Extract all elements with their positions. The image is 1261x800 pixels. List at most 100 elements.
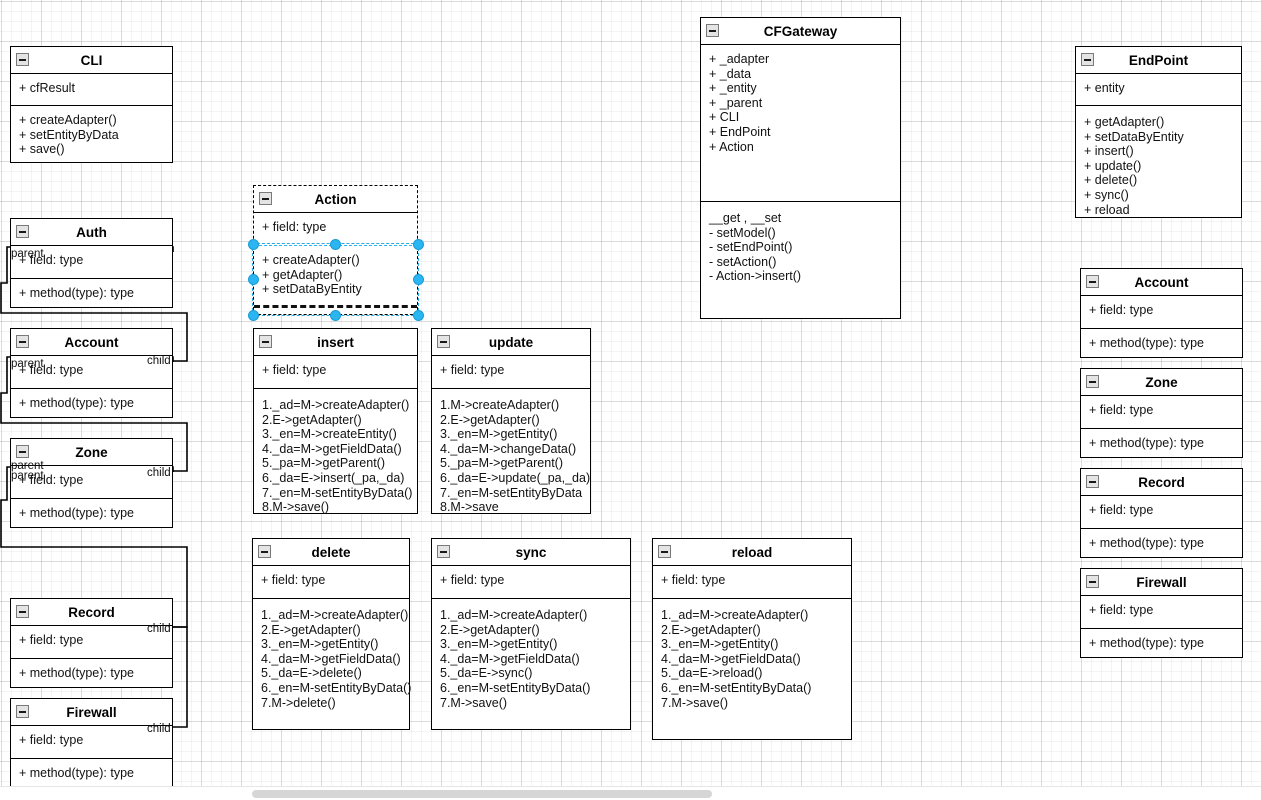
attributes-compartment-delete[interactable]: + field: type xyxy=(253,566,409,599)
class-box-zone-left[interactable]: Zone+ field: type+ method(type): type xyxy=(10,438,173,528)
resize-handle-e[interactable] xyxy=(412,274,424,285)
collapse-minus-icon[interactable] xyxy=(16,335,29,348)
methods-compartment-reload[interactable]: 1._ad=M->createAdapter()2.E->getAdapter(… xyxy=(653,599,851,719)
class-box-cfgateway[interactable]: CFGateway+ _adapter+ _data+ _entity+ _pa… xyxy=(700,17,901,319)
class-header-auth[interactable]: Auth xyxy=(11,219,172,246)
collapse-minus-icon[interactable] xyxy=(258,545,271,558)
horizontal-scrollbar-thumb[interactable] xyxy=(252,790,712,798)
class-box-firewall-right[interactable]: Firewall+ field: type+ method(type): typ… xyxy=(1080,568,1243,658)
class-header-cli[interactable]: CLI xyxy=(11,47,172,74)
class-header-zone-left[interactable]: Zone xyxy=(11,439,172,466)
attributes-compartment-firewall-left[interactable]: + field: type xyxy=(11,726,172,759)
attributes-compartment-cli[interactable]: + cfResult xyxy=(11,74,172,106)
attributes-compartment-zone-right[interactable]: + field: type xyxy=(1081,396,1242,429)
class-box-record-right[interactable]: Record+ field: type+ method(type): type xyxy=(1080,468,1243,558)
class-box-record-left[interactable]: Record+ field: type+ method(type): type xyxy=(10,598,173,688)
methods-compartment-delete[interactable]: 1._ad=M->createAdapter()2.E->getAdapter(… xyxy=(253,599,411,719)
resize-handle-n[interactable] xyxy=(330,238,341,250)
class-box-action[interactable]: Action+ field: type+ createAdapter()+ ge… xyxy=(253,185,418,315)
methods-compartment-action[interactable]: + createAdapter()+ getAdapter()+ setData… xyxy=(254,246,417,308)
collapse-minus-icon[interactable] xyxy=(1086,575,1099,588)
methods-compartment-cfgateway[interactable]: __get , __set- setModel()- setEndPoint()… xyxy=(701,202,900,293)
collapse-minus-icon[interactable] xyxy=(16,225,29,238)
attributes-compartment-update[interactable]: + field: type xyxy=(432,356,590,389)
methods-compartment-cli[interactable]: + createAdapter()+ setEntityByData+ save… xyxy=(11,106,172,165)
class-box-firewall-left[interactable]: Firewall+ field: type+ method(type): typ… xyxy=(10,698,173,788)
collapse-minus-icon[interactable] xyxy=(16,605,29,618)
collapse-minus-icon[interactable] xyxy=(1086,375,1099,388)
methods-compartment-sync[interactable]: 1._ad=M->createAdapter()2.E->getAdapter(… xyxy=(432,599,630,719)
methods-compartment-account-left[interactable]: + method(type): type xyxy=(11,389,172,431)
class-box-endpoint[interactable]: EndPoint+ entity+ getAdapter()+ setDataB… xyxy=(1075,46,1242,218)
class-header-record-right[interactable]: Record xyxy=(1081,469,1242,496)
attributes-compartment-cfgateway[interactable]: + _adapter+ _data+ _entity+ _parent+ CLI… xyxy=(701,45,900,202)
class-box-account-right[interactable]: Account+ field: type+ method(type): type xyxy=(1080,268,1243,358)
attributes-compartment-insert[interactable]: + field: type xyxy=(254,356,417,389)
methods-compartment-update[interactable]: 1.M->createAdapter()2.E->getAdapter()3._… xyxy=(432,389,590,524)
class-header-action[interactable]: Action xyxy=(254,186,417,213)
class-header-reload[interactable]: reload xyxy=(653,539,851,566)
attributes-compartment-endpoint[interactable]: + entity xyxy=(1076,74,1241,106)
methods-compartment-auth[interactable]: + method(type): type xyxy=(11,279,172,321)
class-header-update[interactable]: update xyxy=(432,329,590,356)
resize-handle-se[interactable] xyxy=(412,309,424,321)
collapse-minus-icon[interactable] xyxy=(16,53,29,66)
class-header-account-left[interactable]: Account xyxy=(11,329,172,356)
collapse-minus-icon[interactable] xyxy=(259,335,272,348)
collapse-minus-icon[interactable] xyxy=(1081,53,1094,66)
methods-compartment-firewall-right[interactable]: + method(type): type xyxy=(1081,629,1242,671)
class-header-delete[interactable]: delete xyxy=(253,539,409,566)
methods-compartment-zone-right[interactable]: + method(type): type xyxy=(1081,429,1242,471)
class-header-record-left[interactable]: Record xyxy=(11,599,172,626)
resize-handle-s[interactable] xyxy=(330,309,341,321)
collapse-minus-icon[interactable] xyxy=(658,545,671,558)
collapse-minus-icon[interactable] xyxy=(16,705,29,718)
collapse-minus-icon[interactable] xyxy=(259,192,272,205)
attributes-compartment-firewall-right[interactable]: + field: type xyxy=(1081,596,1242,629)
attributes-compartment-record-left[interactable]: + field: type xyxy=(11,626,172,659)
attributes-compartment-sync[interactable]: + field: type xyxy=(432,566,630,599)
class-header-endpoint[interactable]: EndPoint xyxy=(1076,47,1241,74)
attributes-compartment-account-right[interactable]: + field: type xyxy=(1081,296,1242,329)
association-record-to-firewall[interactable] xyxy=(173,626,188,728)
collapse-minus-icon[interactable] xyxy=(437,545,450,558)
resize-handle-nw[interactable] xyxy=(247,238,259,250)
class-box-account-left[interactable]: Account+ field: type+ method(type): type xyxy=(10,328,173,418)
collapse-minus-icon[interactable] xyxy=(16,445,29,458)
class-header-sync[interactable]: sync xyxy=(432,539,630,566)
attributes-compartment-zone-left[interactable]: + field: type xyxy=(11,466,172,499)
class-box-zone-right[interactable]: Zone+ field: type+ method(type): type xyxy=(1080,368,1243,458)
attributes-compartment-account-left[interactable]: + field: type xyxy=(11,356,172,389)
methods-compartment-record-right[interactable]: + method(type): type xyxy=(1081,529,1242,571)
resize-handle-sw[interactable] xyxy=(247,309,259,321)
methods-compartment-insert[interactable]: 1._ad=M->createAdapter()2.E->getAdapter(… xyxy=(254,389,417,524)
class-header-zone-right[interactable]: Zone xyxy=(1081,369,1242,396)
resize-handle-w[interactable] xyxy=(247,274,259,285)
attributes-compartment-auth[interactable]: + field: type xyxy=(11,246,172,279)
class-header-insert[interactable]: insert xyxy=(254,329,417,356)
class-header-firewall-right[interactable]: Firewall xyxy=(1081,569,1242,596)
collapse-minus-icon[interactable] xyxy=(706,24,719,37)
attributes-compartment-record-right[interactable]: + field: type xyxy=(1081,496,1242,529)
methods-compartment-firewall-left[interactable]: + method(type): type xyxy=(11,759,172,800)
methods-compartment-zone-left[interactable]: + method(type): type xyxy=(11,499,172,541)
methods-compartment-endpoint[interactable]: + getAdapter()+ setDataByEntity+ insert(… xyxy=(1076,106,1241,226)
class-box-auth[interactable]: Auth+ field: type+ method(type): type xyxy=(10,218,173,308)
collapse-minus-icon[interactable] xyxy=(437,335,450,348)
class-header-account-right[interactable]: Account xyxy=(1081,269,1242,296)
class-box-cli[interactable]: CLI+ cfResult+ createAdapter()+ setEntit… xyxy=(10,46,173,163)
class-header-firewall-left[interactable]: Firewall xyxy=(11,699,172,726)
collapse-minus-icon[interactable] xyxy=(1086,275,1099,288)
methods-compartment-account-right[interactable]: + method(type): type xyxy=(1081,329,1242,371)
class-header-cfgateway[interactable]: CFGateway xyxy=(701,18,900,45)
attributes-compartment-reload[interactable]: + field: type xyxy=(653,566,851,599)
horizontal-scrollbar[interactable] xyxy=(0,786,1261,800)
collapse-minus-icon[interactable] xyxy=(1086,475,1099,488)
methods-compartment-record-left[interactable]: + method(type): type xyxy=(11,659,172,701)
